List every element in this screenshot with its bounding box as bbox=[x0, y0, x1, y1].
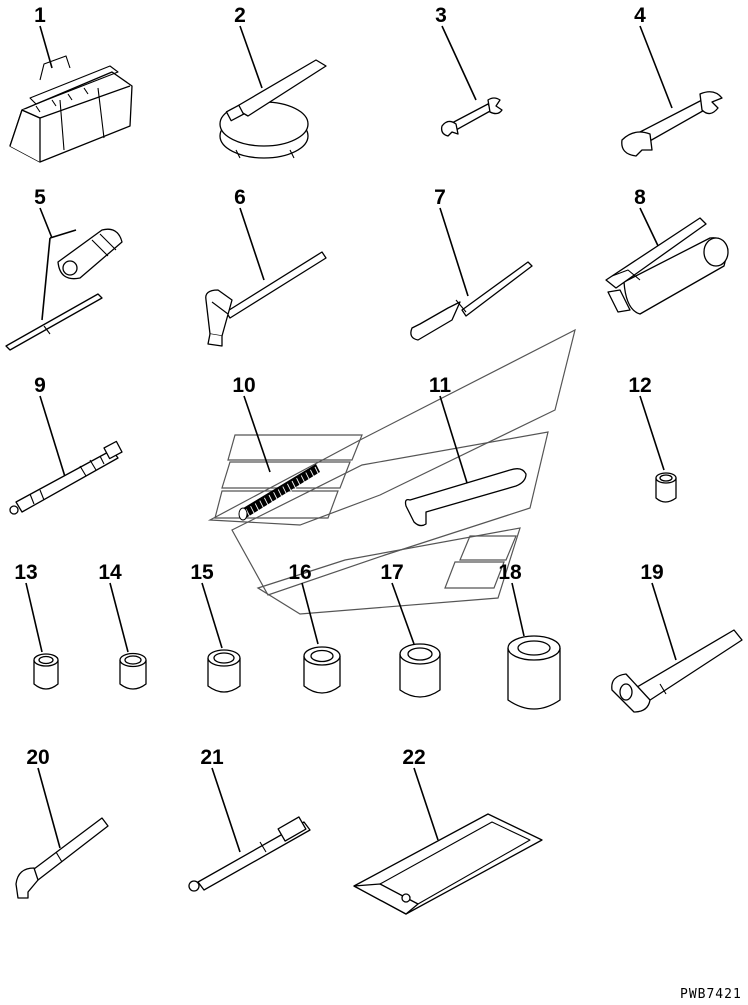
callout-label-16: 16 bbox=[288, 561, 311, 584]
callout-label-17: 17 bbox=[380, 561, 403, 584]
callout-label-12: 12 bbox=[628, 374, 651, 397]
watermark-logo bbox=[207, 328, 576, 615]
grease-gun-icon bbox=[605, 217, 729, 315]
callout-label-1: 1 bbox=[34, 4, 46, 27]
socket-icon bbox=[119, 652, 147, 690]
drawing-code: PWB7421 bbox=[680, 987, 742, 1002]
small-wrench-icon bbox=[440, 97, 503, 137]
callout-label-5: 5 bbox=[34, 186, 46, 209]
callout-label-21: 21 bbox=[200, 746, 224, 769]
screwdriver-set-icon bbox=[5, 228, 123, 351]
socket-icon bbox=[33, 653, 59, 690]
tool-bag-icon bbox=[9, 55, 133, 163]
large-wrench-icon bbox=[621, 91, 723, 157]
callout-label-6: 6 bbox=[234, 186, 246, 209]
leader-lines bbox=[25, 25, 677, 853]
callout-label-15: 15 bbox=[190, 561, 214, 584]
callout-label-11: 11 bbox=[429, 374, 452, 397]
callout-label-3: 3 bbox=[435, 4, 447, 27]
callout-label-22: 22 bbox=[402, 746, 425, 769]
ratchet-icon bbox=[188, 816, 311, 892]
callout-label-2: 2 bbox=[234, 4, 246, 27]
callout-label-8: 8 bbox=[634, 186, 646, 209]
l-handle-icon bbox=[15, 817, 109, 899]
filter-wrench-icon bbox=[219, 59, 327, 159]
hammer-icon bbox=[205, 251, 327, 347]
socket-icon bbox=[655, 472, 677, 503]
callout-label-20: 20 bbox=[26, 746, 49, 769]
callout-label-13: 13 bbox=[14, 561, 37, 584]
callout-label-18: 18 bbox=[498, 561, 522, 584]
callout-label-19: 19 bbox=[640, 561, 663, 584]
callout-label-4: 4 bbox=[634, 4, 646, 27]
box-wrench-icon bbox=[611, 629, 743, 713]
socket-icon bbox=[303, 646, 341, 694]
callout-label-14: 14 bbox=[98, 561, 122, 584]
extension-bar-icon bbox=[9, 440, 123, 515]
callout-label-7: 7 bbox=[434, 186, 446, 209]
socket-icon bbox=[507, 635, 561, 710]
tool-case-icon bbox=[353, 813, 543, 915]
socket-icon bbox=[399, 643, 441, 698]
callout-label-9: 9 bbox=[34, 374, 46, 397]
hex-key-icon bbox=[404, 468, 527, 527]
spring-icon bbox=[238, 464, 320, 521]
pry-bar-icon bbox=[410, 261, 533, 341]
callout-label-10: 10 bbox=[232, 374, 255, 397]
socket-icon bbox=[207, 649, 241, 693]
